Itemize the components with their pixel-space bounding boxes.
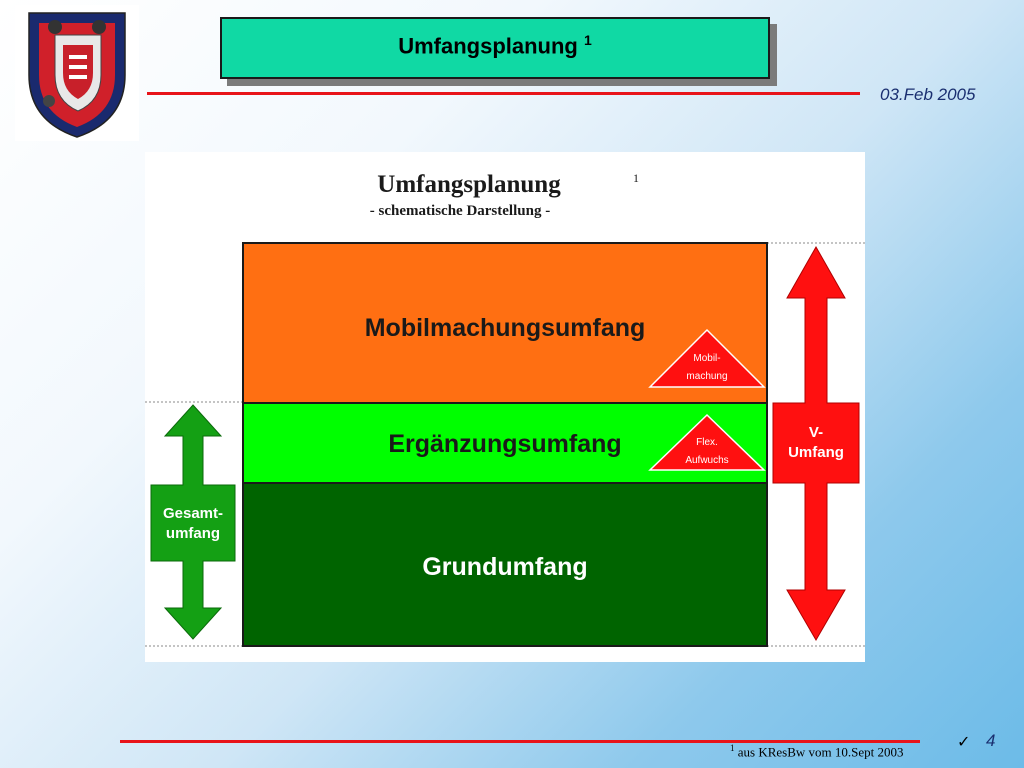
slide-title-box: Umfangsplanung 1 bbox=[220, 17, 770, 79]
top-divider bbox=[147, 92, 860, 95]
block-grund bbox=[242, 482, 768, 647]
check-icon: ✓ bbox=[957, 734, 971, 751]
triangle-flex-line2: Aufwuchs bbox=[685, 455, 728, 466]
footnote: 1 aus KResBw vom 10.Sept 2003 bbox=[730, 743, 904, 760]
arrow-gesamtumfang-line1: Gesamt- bbox=[163, 505, 223, 522]
bottom-divider bbox=[120, 740, 920, 743]
triangle-mobilmachung-line2: machung bbox=[686, 371, 727, 382]
arrow-gesamtumfang-line2: umfang bbox=[166, 525, 220, 542]
page-number: 4 bbox=[986, 731, 996, 750]
diagram-heading-sup: 1 bbox=[633, 171, 639, 185]
triangle-mobilmachung bbox=[648, 328, 766, 388]
diagram-subheading: - schematische Darstellung - bbox=[370, 203, 550, 219]
block-mobilmachung-label: Mobilmachungsumfang bbox=[365, 314, 646, 342]
triangle-mobilmachung-line1: Mobil- bbox=[693, 353, 720, 364]
arrow-gesamtumfang bbox=[150, 404, 236, 640]
diagram-panel: Umfangsplanung 1 - schematische Darstell… bbox=[145, 152, 865, 662]
arrow-v-umfang bbox=[772, 245, 860, 641]
arrow-v-umfang-line2: Umfang bbox=[788, 444, 844, 461]
block-grund-label: Grundumfang bbox=[422, 553, 587, 581]
arrow-v-umfang-line1: V- bbox=[809, 424, 823, 441]
diagram-heading: Umfangsplanung bbox=[377, 171, 561, 198]
block-ergaenzung-label: Ergänzungsumfang bbox=[388, 430, 621, 458]
triangle-flex-aufwuchs bbox=[648, 413, 766, 471]
triangle-flex-line1: Flex. bbox=[696, 437, 718, 448]
slide-date: 03.Feb 2005 bbox=[880, 85, 976, 104]
slide-title: Umfangsplanung 1 bbox=[398, 32, 592, 59]
coat-of-arms-logo bbox=[15, 5, 139, 141]
